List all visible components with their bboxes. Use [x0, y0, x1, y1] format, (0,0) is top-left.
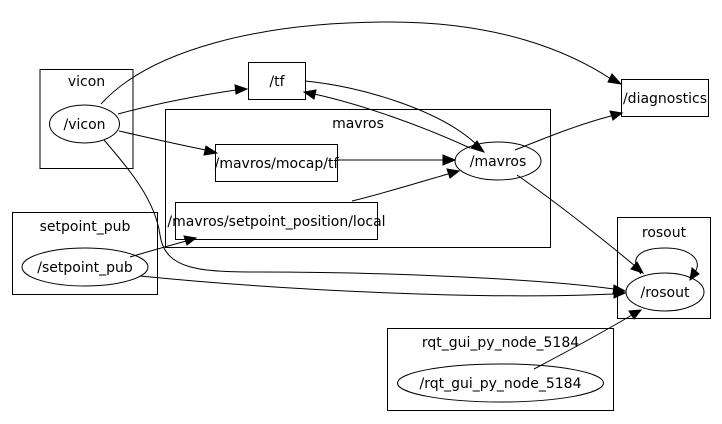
cluster-vicon: vicon — [39, 69, 134, 169]
node-rqt-gui-py-node: /rqt_gui_py_node_5184 — [397, 363, 604, 403]
node-mavros: /mavros — [454, 141, 542, 181]
topic-diagnostics: /diagnostics — [621, 79, 709, 117]
cluster-rosout: rosout — [617, 217, 711, 319]
topic-label-diagnostics: /diagnostics — [623, 91, 707, 107]
node-setpoint-pub: /setpoint_pub — [21, 247, 149, 287]
node-label-mavros: /mavros — [470, 154, 527, 170]
edge-tf-to-mavros — [304, 80, 477, 145]
edge-rqt-to-rosout-arrow — [628, 309, 643, 320]
edge-setpoint-position-to-mavros-arrow — [446, 168, 461, 179]
cluster-label-vicon: vicon — [68, 74, 105, 90]
cluster-label-setpoint-pub: setpoint_pub — [40, 219, 131, 235]
topic-tf: /tf — [248, 62, 306, 100]
edge-vicon-to-tf — [117, 89, 237, 115]
cluster-rqt-gui-py-node: rqt_gui_py_node_5184 — [387, 328, 614, 411]
cluster-mavros: mavros — [165, 109, 551, 248]
edge-mavros-to-tf-arrow — [302, 89, 317, 100]
node-label-rqt-gui-py-node: /rqt_gui_py_node_5184 — [420, 376, 582, 392]
cluster-label-rqt-gui-py-node: rqt_gui_py_node_5184 — [422, 335, 579, 351]
cluster-label-rosout: rosout — [642, 225, 687, 241]
edge-mocap-tf-to-mavros-arrow — [442, 154, 457, 166]
node-label-vicon: /vicon — [63, 117, 105, 133]
edge-mavros-to-diagnostics-arrow — [609, 110, 624, 121]
edge-rqt-to-rosout — [533, 314, 633, 370]
topic-mavros-setpoint-position-local: /mavros/setpoint_position/local — [167, 202, 386, 240]
node-vicon: /vicon — [49, 104, 120, 144]
edge-rosout-self-loop — [635, 247, 698, 275]
node-label-setpoint-pub: /setpoint_pub — [37, 260, 133, 276]
node-rosout: /rosout — [625, 272, 705, 312]
edge-vicon-to-rosout — [103, 139, 615, 290]
cluster-setpoint-pub: setpoint_pub — [12, 212, 158, 295]
edge-rosout-self-loop-arrow — [689, 267, 700, 282]
edge-vicon-to-mocap-tf — [118, 130, 207, 151]
edge-mavros-to-diagnostics — [514, 115, 612, 151]
edge-mavros-to-rosout — [516, 174, 636, 267]
edge-vicon-to-diagnostics-arrow — [607, 73, 623, 85]
topic-label-mavros-setpoint-position-local: /mavros/setpoint_position/local — [167, 214, 385, 230]
edge-setpoint-pub-to-setpoint-position-arrow — [183, 235, 198, 246]
edge-vicon-to-diagnostics — [100, 21, 612, 105]
edge-setpoint-pub-to-rosout-arrow — [613, 288, 627, 299]
edge-setpoint-position-to-mavros — [351, 173, 449, 202]
topic-label-tf: /tf — [269, 74, 285, 90]
edge-tf-to-mavros-arrow — [470, 140, 486, 153]
topic-mavros-mocap-tf: /mavros/mocap/tf — [215, 144, 340, 182]
cluster-label-mavros: mavros — [332, 116, 384, 132]
edge-mavros-to-tf — [313, 93, 471, 149]
edge-vicon-to-tf-arrow — [234, 84, 249, 95]
edge-setpoint-pub-to-rosout — [139, 275, 615, 297]
edge-vicon-to-mocap-tf-arrow — [203, 145, 219, 156]
node-label-rosout: /rosout — [641, 285, 690, 301]
topic-label-mavros-mocap-tf: /mavros/mocap/tf — [215, 156, 340, 172]
